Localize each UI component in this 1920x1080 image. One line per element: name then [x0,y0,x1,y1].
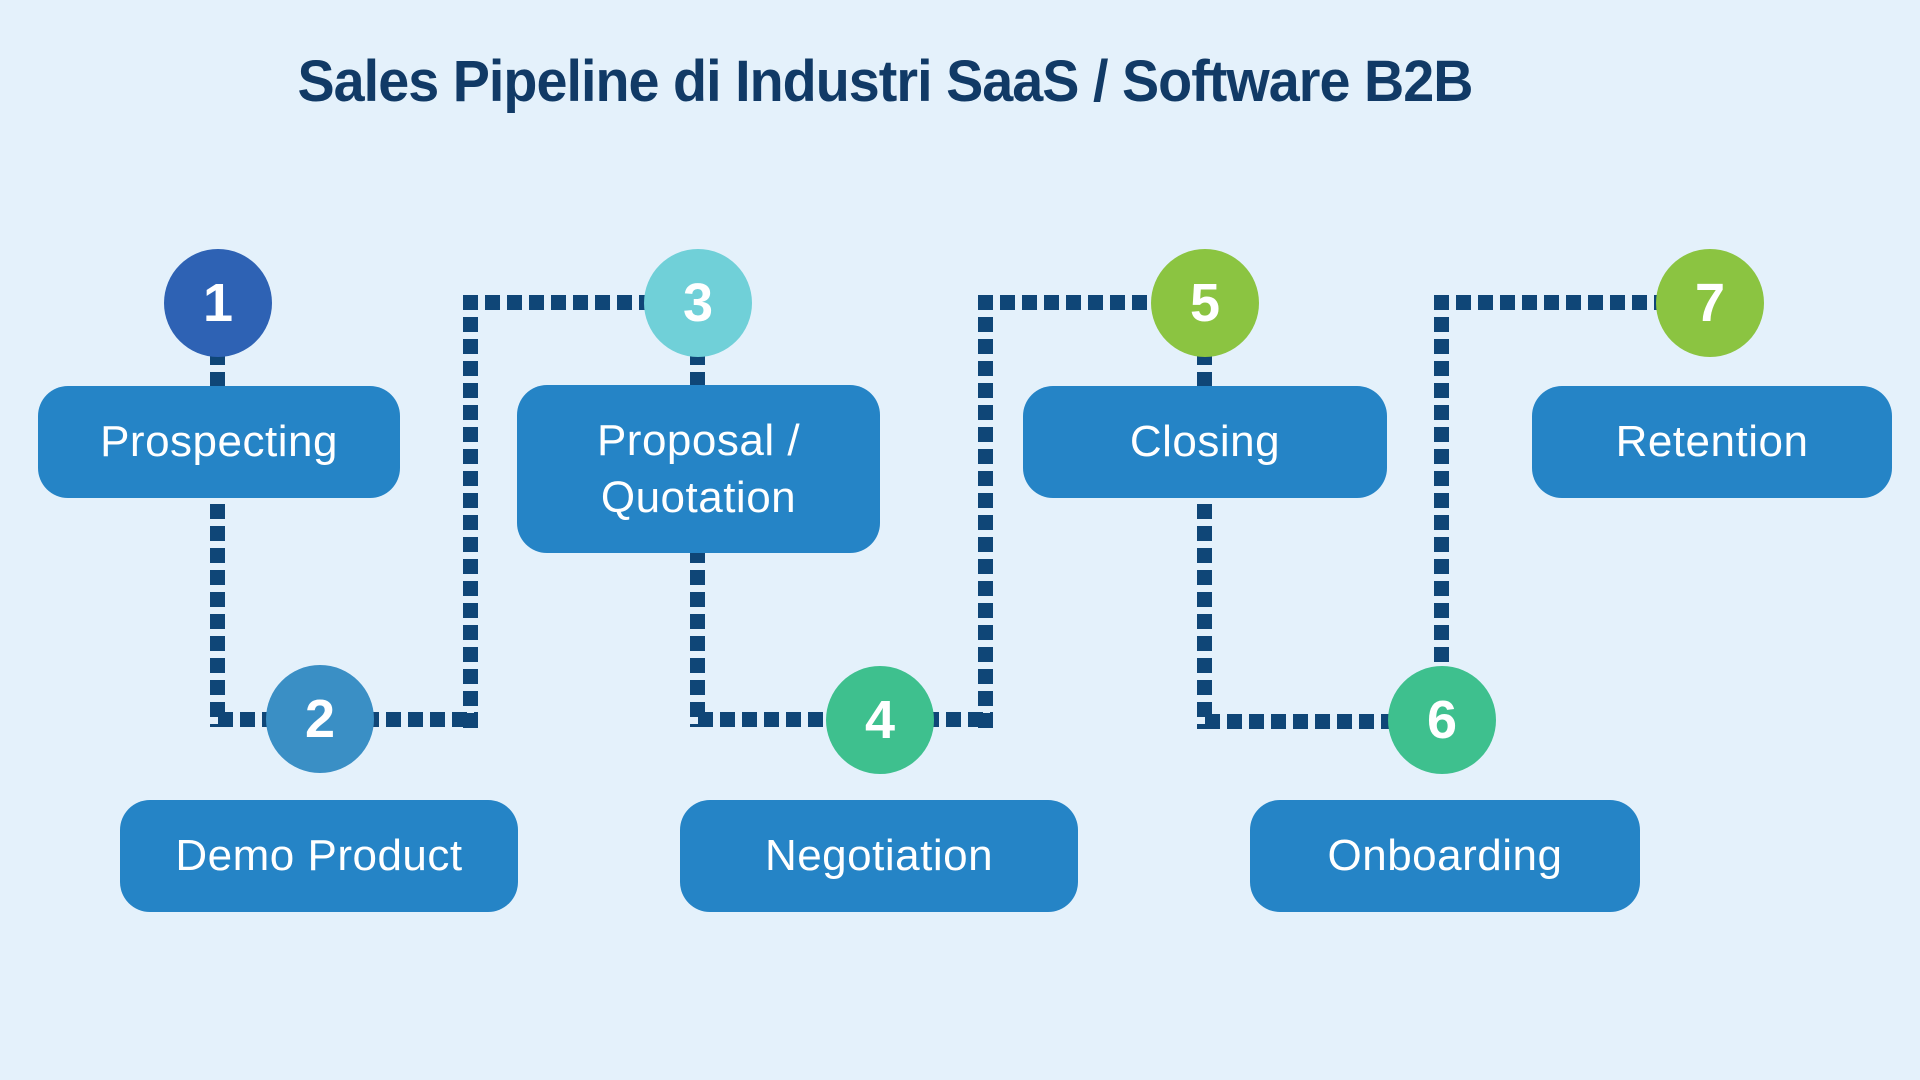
stage-circle-1: 1 [164,249,272,357]
connector-2-3-vertical [463,295,478,728]
connector-5-6-horizontal [1205,714,1440,729]
stage-label-onboarding: Onboarding [1327,831,1563,881]
stage-circle-3: 3 [644,249,752,357]
stage-circle-5: 5 [1151,249,1259,357]
stage-number-3: 3 [682,273,714,333]
stage-number-1: 1 [202,273,234,333]
stage-number-6: 6 [1426,690,1458,750]
connector-6-7-horizontal [1434,295,1710,310]
stage-label-closing: Closing [1129,417,1281,467]
stage-label-retention: Retention [1615,417,1809,467]
connector-4-5-horizontal-top [978,295,1205,310]
stage-box-negotiation: Negotiation [680,800,1078,912]
stage-number-4: 4 [864,690,896,750]
stage-box-retention: Retention [1532,386,1892,498]
stage-number-2: 2 [304,689,336,749]
stage-box-proposal-quotation: Proposal / Quotation [517,385,880,553]
stage-label-negotiation: Negotiation [764,831,994,881]
stage-box-prospecting: Prospecting [38,386,400,498]
stage-box-onboarding: Onboarding [1250,800,1640,912]
stage-number-7: 7 [1694,273,1726,333]
stage-circle-4: 4 [826,666,934,774]
diagram-title: Sales Pipeline di Industri SaaS / Softwa… [297,49,1473,114]
stage-circle-2: 2 [266,665,374,773]
stage-box-demo-product: Demo Product [120,800,518,912]
stage-circle-6: 6 [1388,666,1496,774]
stage-box-closing: Closing [1023,386,1387,498]
connector-6-7-vertical [1434,295,1449,680]
stage-label-demo-product: Demo Product [175,831,463,881]
connector-4-5-vertical [978,295,993,728]
connector-2-3-horizontal-top [463,295,698,310]
stage-circle-7: 7 [1656,249,1764,357]
stage-label-prospecting: Prospecting [100,417,338,467]
stage-label-proposal-quotation: Proposal / Quotation [596,415,801,522]
stage-number-5: 5 [1189,273,1221,333]
